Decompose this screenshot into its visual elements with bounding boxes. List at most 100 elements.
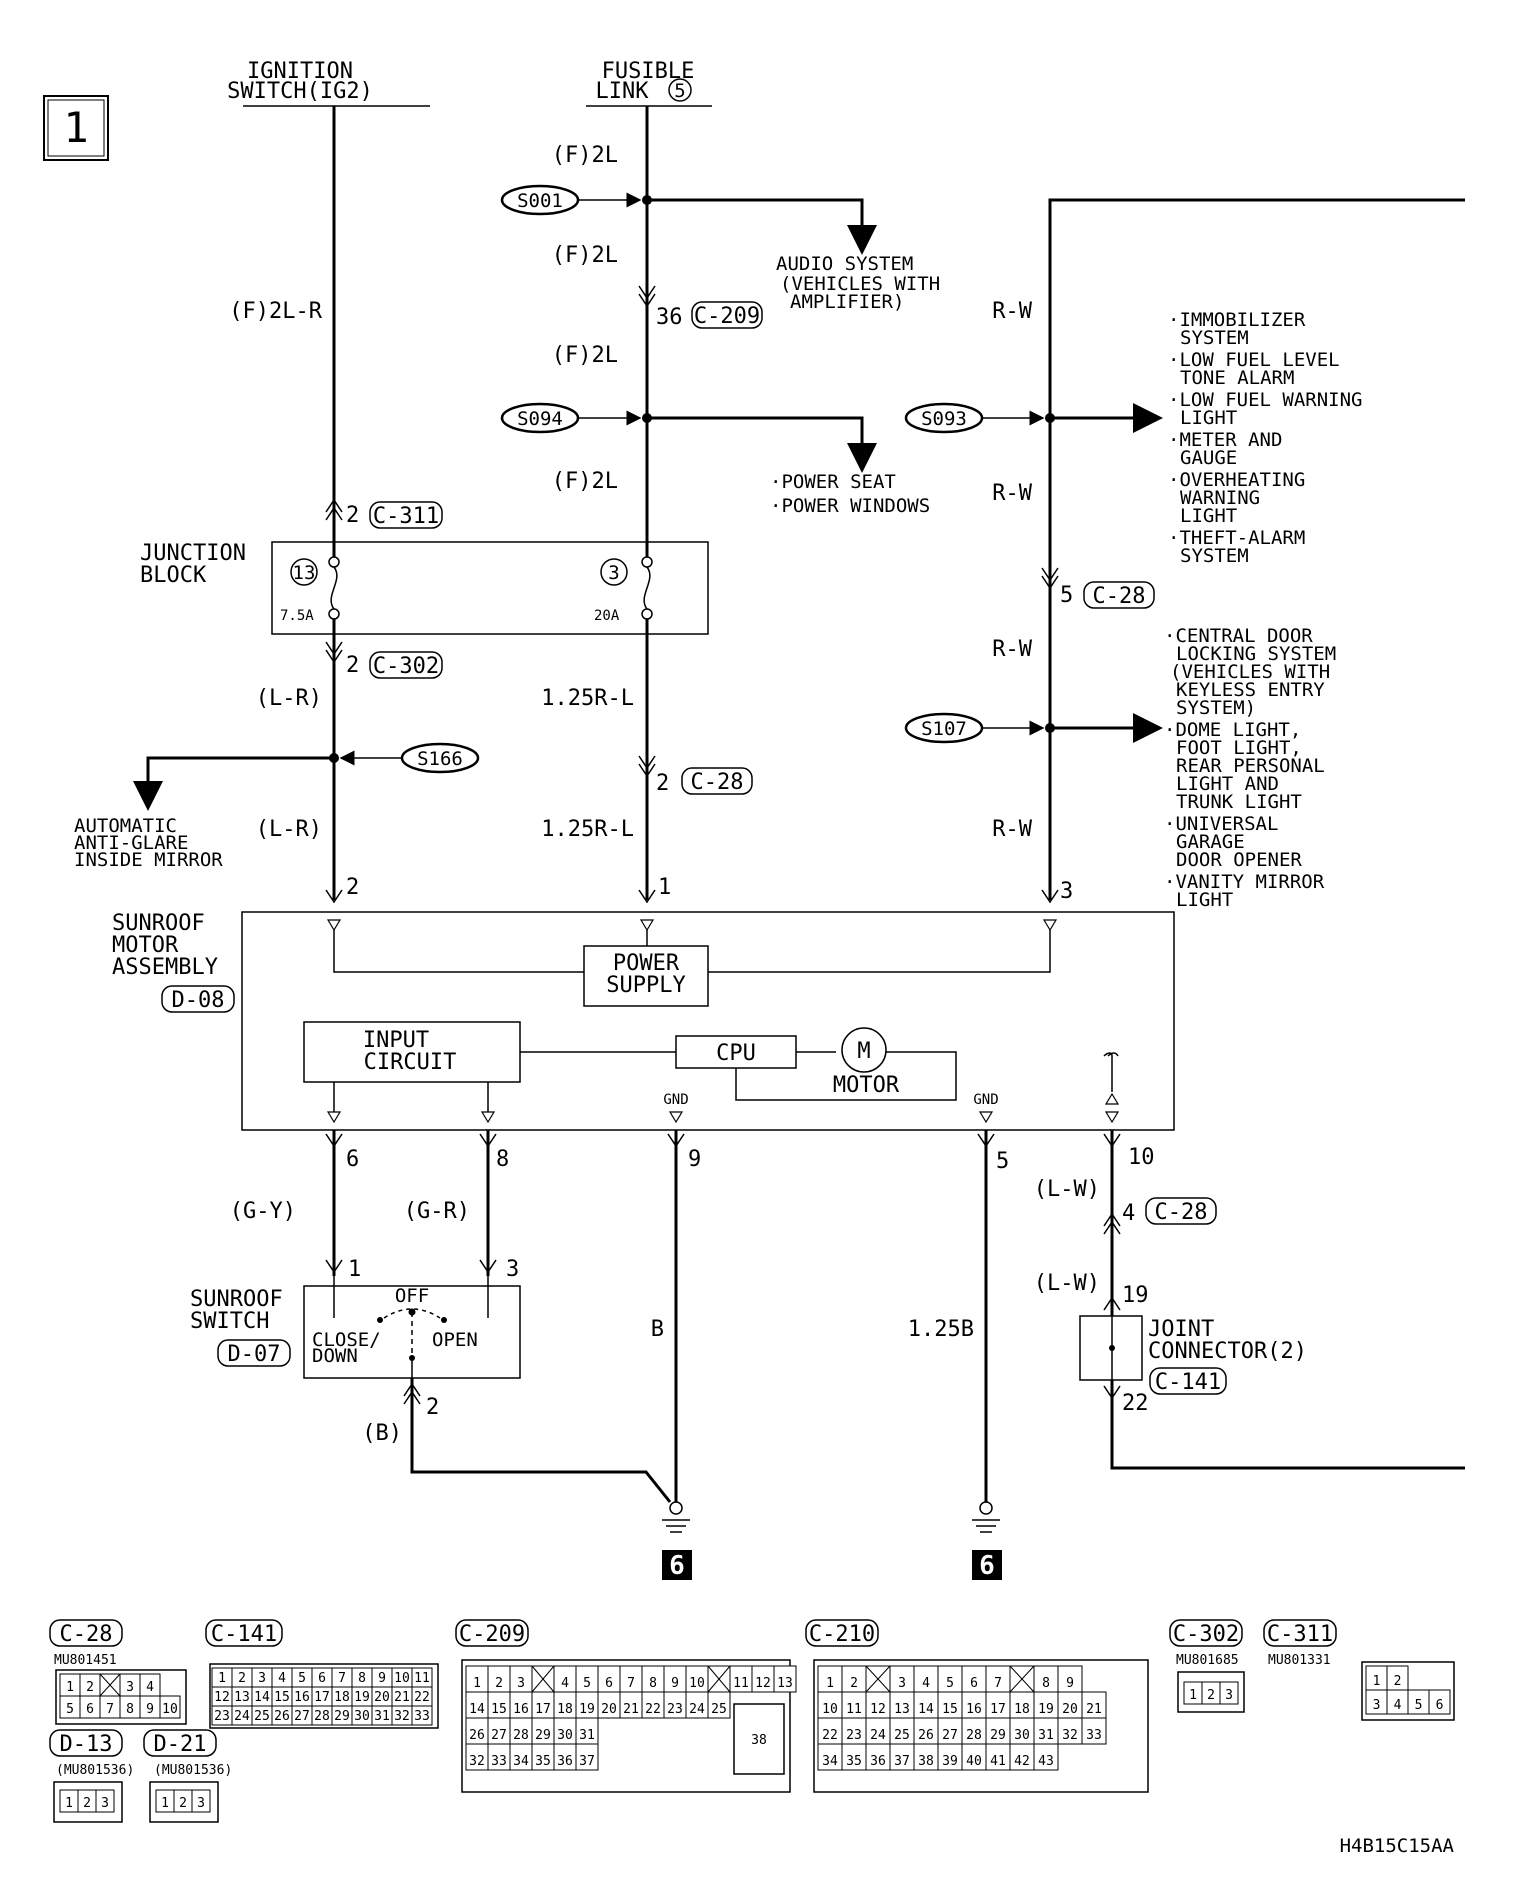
pin-number: 2 — [1394, 1674, 1402, 1689]
svg-text:CLOSE/: CLOSE/ — [312, 1329, 381, 1351]
audio-system-label: AUDIO SYSTEM (VEHICLES WITH AMPLIFIER) — [776, 253, 940, 313]
pin-number: 34 — [822, 1754, 838, 1769]
pin-number: 8 — [649, 1676, 657, 1691]
pin-number: 3 — [898, 1676, 906, 1691]
junction-block: JUNCTION BLOCK 13 3 7.5A 20A — [140, 540, 709, 636]
pin-number: 3 — [258, 1671, 266, 1686]
svg-text:IGNITION: IGNITION — [247, 59, 353, 84]
mirror-label: AUTOMATIC ANTI-GLARE INSIDE MIRROR — [74, 815, 223, 871]
svg-text:1.25B: 1.25B — [908, 1317, 974, 1342]
svg-text:DOWN: DOWN — [312, 1345, 358, 1367]
svg-text:MOTOR: MOTOR — [112, 933, 179, 958]
svg-text:6: 6 — [669, 1551, 685, 1581]
svg-text:C-28: C-28 — [691, 770, 744, 795]
svg-text:19: 19 — [1122, 1283, 1149, 1308]
svg-text:R-W: R-W — [992, 299, 1032, 324]
svg-text:D-08: D-08 — [172, 988, 225, 1013]
svg-text:C-209: C-209 — [459, 1622, 525, 1647]
svg-text:(F)2L: (F)2L — [552, 343, 618, 368]
pin-number: 18 — [1014, 1702, 1030, 1717]
svg-text:R-W: R-W — [992, 817, 1032, 842]
svg-text:C-28: C-28 — [1093, 584, 1146, 609]
pin-number: 11 — [846, 1702, 862, 1717]
svg-text:(MU801536): (MU801536) — [56, 1763, 134, 1778]
pin-number: 8 — [126, 1702, 134, 1717]
destination-item: (VEHICLES WITH — [1170, 661, 1330, 683]
pin-number: 12 — [214, 1690, 230, 1705]
pin-number: 9 — [671, 1676, 679, 1691]
connector-c28-pin4: 4 C-28 — [1103, 1197, 1217, 1235]
svg-text:2: 2 — [346, 653, 359, 678]
pin-cell — [865, 1743, 891, 1771]
pin-cell — [865, 1691, 891, 1719]
pin-number: 25 — [254, 1709, 270, 1724]
pin-number: 6 — [86, 1702, 94, 1717]
ground-left: 6 — [662, 1501, 692, 1581]
pin-number: 33 — [491, 1754, 507, 1769]
splice-s093: S093 — [904, 402, 1163, 434]
svg-text:D-07: D-07 — [228, 1342, 281, 1367]
svg-text:MU801331: MU801331 — [1268, 1653, 1331, 1668]
pin-number: 12 — [870, 1702, 886, 1717]
svg-text:MU801685: MU801685 — [1176, 1653, 1239, 1668]
wire-b-switch — [410, 1378, 672, 1503]
pin-cell — [937, 1665, 963, 1693]
pin-cell — [889, 1743, 915, 1771]
pin-number: 1 — [473, 1676, 481, 1691]
svg-text:1: 1 — [658, 875, 671, 900]
pin-number: 19 — [354, 1690, 370, 1705]
pin-number: 5 — [66, 1702, 74, 1717]
pin-number: 10 — [162, 1702, 178, 1717]
svg-text:36: 36 — [656, 305, 683, 330]
svg-text:(L-R): (L-R) — [256, 817, 322, 842]
svg-text:CPU: CPU — [716, 1041, 756, 1066]
pin-number: 32 — [394, 1709, 410, 1724]
destination-item: REAR PERSONAL — [1176, 755, 1325, 777]
destination-item: KEYLESS ENTRY — [1176, 679, 1325, 701]
svg-text:SWITCH(IG2): SWITCH(IG2) — [227, 79, 373, 104]
destination-item: LIGHT — [1176, 889, 1233, 911]
svg-text:FUSIBLE: FUSIBLE — [602, 59, 695, 84]
pin-number: 13 — [234, 1690, 250, 1705]
pin-number: 5 — [583, 1676, 591, 1691]
svg-text:(F)2L: (F)2L — [552, 243, 618, 268]
pin-number: 38 — [918, 1754, 934, 1769]
svg-text:C-302: C-302 — [1173, 1622, 1239, 1647]
pin-number: 10 — [689, 1676, 705, 1691]
pin-number: 9 — [378, 1671, 386, 1686]
pin-number: 41 — [990, 1754, 1006, 1769]
svg-text:·POWER SEAT: ·POWER SEAT — [770, 471, 896, 493]
svg-text:C-141: C-141 — [211, 1622, 277, 1647]
svg-text:C-28: C-28 — [1155, 1200, 1208, 1225]
pin-number: 23 — [846, 1728, 862, 1743]
svg-text:M: M — [857, 1039, 870, 1064]
pin-number: 26 — [469, 1728, 485, 1743]
destination-item: LOCKING SYSTEM — [1176, 643, 1336, 665]
pin-number: 32 — [1062, 1728, 1078, 1743]
destination-item: ·DOME LIGHT, — [1164, 719, 1301, 741]
destination-item: ·OVERHEATING — [1168, 469, 1305, 491]
svg-text:20A: 20A — [594, 608, 620, 624]
pin-number: 1 — [218, 1671, 226, 1686]
svg-text:8: 8 — [496, 1147, 509, 1172]
svg-text:6: 6 — [979, 1551, 995, 1581]
pin-number: 27 — [294, 1709, 310, 1724]
svg-text:7.5A: 7.5A — [280, 608, 314, 624]
pin-number: 26 — [274, 1709, 290, 1724]
svg-text:2: 2 — [346, 875, 359, 900]
pin-cell — [1057, 1665, 1083, 1693]
destination-item: ·VANITY MIRROR — [1164, 871, 1325, 893]
svg-text:S093: S093 — [921, 408, 967, 430]
destination-item: LIGHT — [1180, 505, 1237, 527]
svg-text:1.25R-L: 1.25R-L — [541, 817, 634, 842]
pin-number: 22 — [645, 1702, 661, 1717]
pin-number: 11 — [414, 1671, 430, 1686]
destination-item: TONE ALARM — [1180, 367, 1294, 389]
svg-text:B: B — [651, 1317, 664, 1342]
pin-number: 26 — [918, 1728, 934, 1743]
svg-text:2: 2 — [346, 503, 359, 528]
svg-text:·POWER WINDOWS: ·POWER WINDOWS — [770, 495, 930, 517]
